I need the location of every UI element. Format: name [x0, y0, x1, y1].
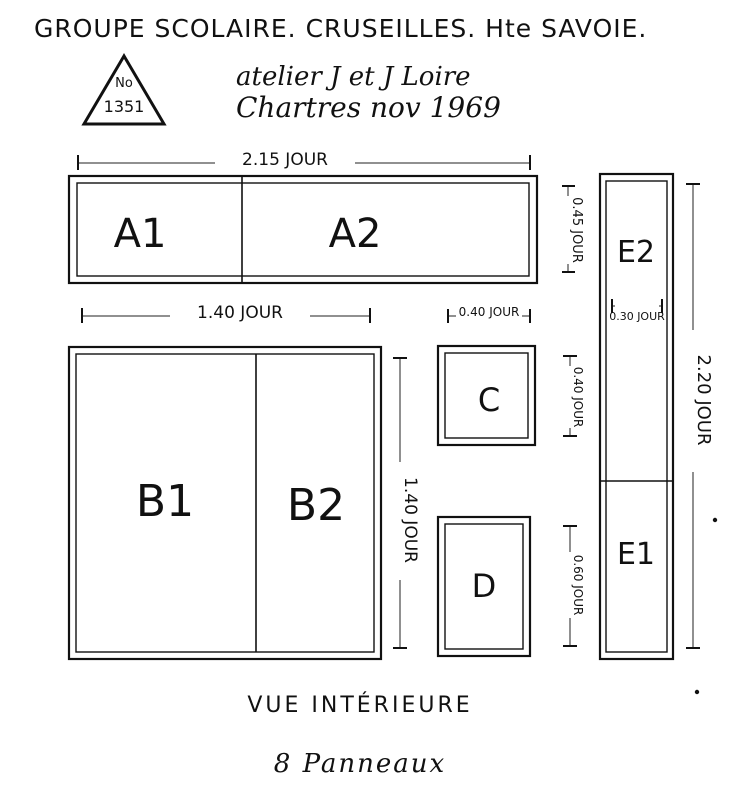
panel-label-e2: E2	[617, 235, 655, 270]
dimension-e-width-label: 0.30 JOUR	[609, 310, 665, 323]
dimension-b-height-mask	[388, 462, 412, 580]
dimension-a-width-label: 2.15 JOUR	[242, 150, 328, 170]
dimension-d-height: 0.60 JOUR	[558, 525, 585, 647]
panel-group-e: E2 E1	[598, 172, 675, 661]
panel-c-inner-frame	[444, 352, 529, 439]
dimension-c-height-label: 0.40 JOUR	[571, 367, 585, 428]
panel-group-d: D	[436, 515, 532, 658]
panel-e-inner-frame	[605, 180, 668, 653]
dimension-c-width: 0.40 JOUR	[447, 304, 531, 334]
dimension-b-height-label: 1.40 JOUR	[400, 477, 420, 563]
dimension-d-height-mask	[558, 552, 582, 618]
stamp-triangle: No 1351	[81, 53, 167, 126]
panel-c-frame	[436, 344, 537, 447]
dimension-a-width-mask	[215, 148, 355, 170]
header-workshop: atelier J et J Loire	[236, 62, 471, 92]
header-city-date: Chartres nov 1969	[236, 91, 501, 124]
dimension-e-width: 0.30 JOUR	[609, 292, 665, 340]
dimension-a-width: 2.15 JOUR	[77, 148, 531, 170]
panel-a-inner-frame	[76, 182, 530, 277]
header-title: GROUPE SCOLAIRE. CRUSEILLES. Hte SAVOIE.	[34, 14, 647, 43]
dimension-c-width-mask	[456, 304, 522, 334]
panel-b-inner-frame	[75, 353, 375, 653]
dimension-b-width: 1.40 JOUR	[81, 300, 371, 324]
panel-a-frame	[67, 174, 539, 285]
stray-dot-mark	[712, 517, 718, 523]
panel-label-a1: A1	[114, 211, 167, 257]
dimension-c-width-label: 0.40 JOUR	[459, 305, 520, 319]
dimension-e-height-mask	[681, 330, 705, 472]
stray-dot-mark	[694, 689, 700, 695]
panel-d-frame	[436, 515, 532, 658]
panel-b-frame	[67, 345, 383, 661]
dimension-a-height: 0.45 JOUR	[556, 185, 584, 273]
dimension-c-height-mask	[558, 366, 582, 428]
panel-e-frame	[598, 172, 675, 661]
panel-group-c: C	[436, 344, 537, 447]
panel-d-inner-frame	[444, 523, 524, 650]
footer-panel-count: 8 Panneaux	[274, 749, 446, 779]
panel-label-b2: B2	[287, 480, 345, 531]
stamp-prefix: No	[115, 76, 133, 91]
dimension-d-height-label: 0.60 JOUR	[571, 555, 585, 616]
dimension-b-height: 1.40 JOUR	[388, 357, 420, 649]
panel-label-b1: B1	[136, 476, 194, 527]
panel-label-a2: A2	[329, 211, 382, 257]
footer-view-title: VUE INTÉRIEURE	[247, 692, 472, 718]
dimension-a-height-label: 0.45 JOUR	[569, 197, 584, 263]
dimension-b-width-label: 1.40 JOUR	[197, 303, 283, 323]
dimension-b-width-mask	[170, 300, 310, 324]
panel-label-c: C	[478, 381, 500, 419]
panel-label-e1: E1	[617, 537, 655, 572]
dimension-a-height-mask	[556, 196, 580, 264]
stamp-number: 1351	[104, 97, 145, 116]
panel-group-a: A1 A2	[67, 174, 539, 285]
dimension-e-height: 2.20 JOUR	[681, 183, 714, 649]
panel-group-b: B1 B2	[67, 345, 383, 661]
dimension-c-height: 0.40 JOUR	[558, 355, 585, 437]
dimension-e-width-mask	[615, 292, 659, 340]
panel-label-d: D	[472, 567, 497, 605]
dimension-e-height-label: 2.20 JOUR	[693, 355, 714, 446]
stamp-triangle-shape	[81, 53, 167, 126]
